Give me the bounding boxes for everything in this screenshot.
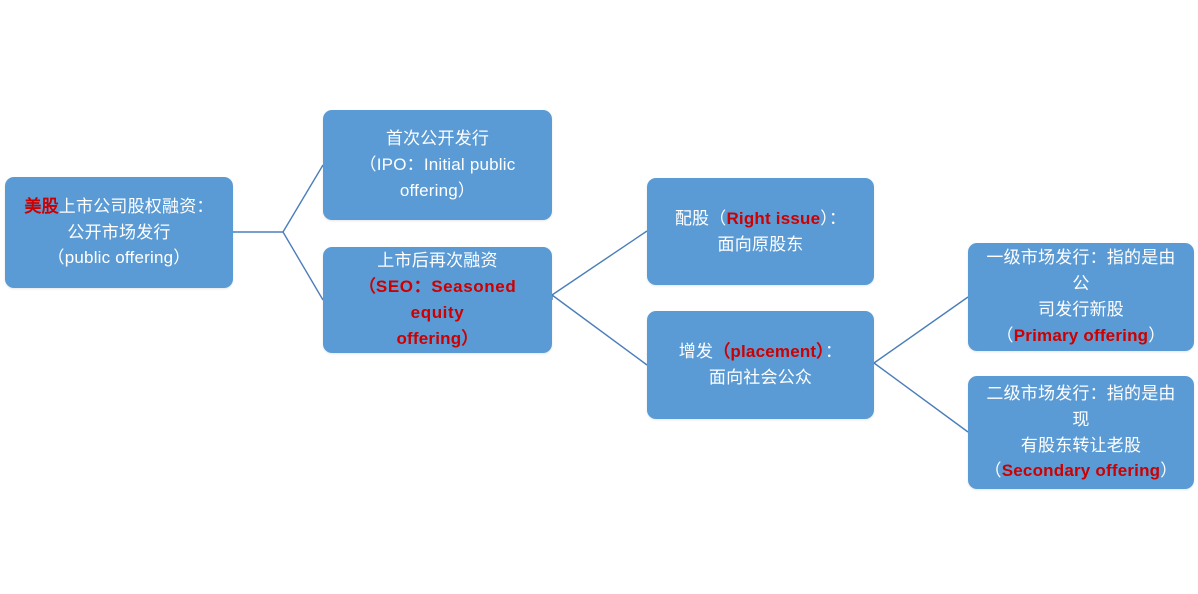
- node-secondary-offering[interactable]: 二级市场发行：指的是由现 有股东转让老股 （Secondary offering…: [968, 376, 1194, 489]
- node-seo-paren-close: ）: [461, 328, 479, 348]
- node-placement-line1: 增发（placement）：: [659, 339, 862, 365]
- node-secondary-offering-highlight: Secondary offering: [1001, 461, 1161, 481]
- node-placement-colon: ：: [825, 342, 843, 362]
- node-primary-offering[interactable]: 一级市场发行：指的是由公 司发行新股 （Primary offering）: [968, 243, 1194, 351]
- node-ipo-line2: （IPO：Initial public: [359, 155, 516, 175]
- node-public-offering-line3: （public offering）: [47, 248, 191, 268]
- node-seo-line1: 上市后再次融资: [377, 251, 498, 271]
- node-seo-highlight-2: offering: [396, 328, 462, 348]
- node-public-offering-highlight: 美股: [24, 196, 59, 216]
- node-seo[interactable]: 上市后再次融资 （SEO：Seasoned equity offering）: [323, 247, 552, 353]
- node-right-issue-paren-open: （: [709, 208, 727, 228]
- node-right-issue[interactable]: 配股（Right issue）： 面向原股东: [647, 178, 874, 285]
- node-right-issue-paren-close: ）: [820, 208, 829, 228]
- node-secondary-offering-line2: 有股东转让老股: [1020, 435, 1142, 455]
- node-ipo[interactable]: 首次公开发行 （IPO：Initial public offering）: [323, 110, 552, 220]
- node-secondary-offering-line3: （Secondary offering）: [980, 458, 1182, 484]
- node-right-issue-highlight: Right issue: [726, 208, 821, 228]
- node-seo-paren-open: （: [358, 277, 376, 297]
- node-public-offering-line1-rest: 上市公司股权融资：: [58, 196, 214, 216]
- node-public-offering-line2: 公开市场发行: [67, 222, 171, 242]
- node-primary-offering-paren-close: ）: [1148, 325, 1166, 345]
- node-secondary-offering-paren-open: （: [984, 461, 1002, 481]
- node-placement-highlight: （placement）: [713, 342, 825, 362]
- node-right-issue-label: 配股: [674, 208, 710, 228]
- node-primary-offering-line3: （Primary offering）: [980, 323, 1182, 349]
- node-right-issue-line2: 面向原股东: [717, 234, 804, 254]
- node-public-offering-line1: 美股上市公司股权融资：: [17, 194, 221, 220]
- node-placement-line2: 面向社会公众: [708, 368, 813, 387]
- node-public-offering[interactable]: 美股上市公司股权融资： 公开市场发行 （public offering）: [5, 177, 233, 288]
- node-secondary-offering-line1: 二级市场发行：指的是由现: [986, 383, 1176, 429]
- node-ipo-line1: 首次公开发行: [385, 129, 490, 149]
- node-seo-highlight: SEO：Seasoned equity: [375, 277, 517, 322]
- node-seo-line3: offering）: [335, 326, 540, 352]
- node-right-issue-colon: ：: [828, 208, 847, 228]
- node-primary-offering-paren-open: （: [996, 325, 1014, 345]
- node-primary-offering-highlight: Primary offering: [1013, 325, 1149, 345]
- node-placement-label: 增发: [678, 342, 714, 362]
- node-primary-offering-line2: 司发行新股: [1038, 300, 1124, 319]
- node-placement[interactable]: 增发（placement）： 面向社会公众: [647, 311, 874, 419]
- node-seo-line2: （SEO：Seasoned equity: [335, 274, 540, 326]
- node-secondary-offering-paren-close: ）: [1160, 461, 1178, 481]
- node-ipo-line3: offering）: [399, 180, 476, 200]
- node-right-issue-line1: 配股（Right issue）：: [659, 206, 862, 232]
- node-primary-offering-line1: 一级市场发行：指的是由公: [986, 248, 1176, 294]
